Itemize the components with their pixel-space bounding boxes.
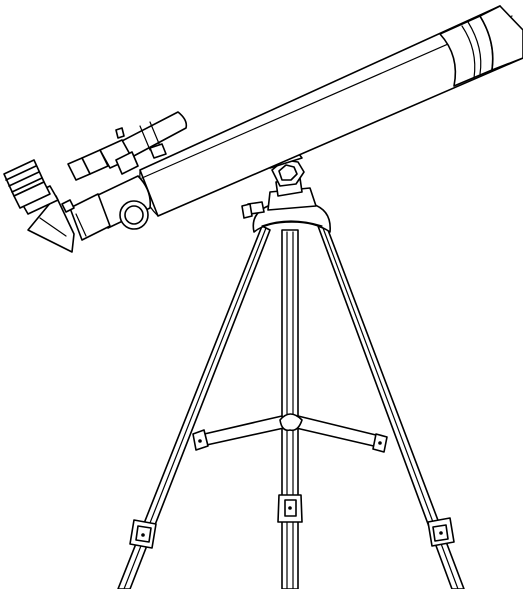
leg-clamp-left	[129, 519, 157, 549]
leg-clamp-center	[277, 494, 303, 523]
mount-knob	[241, 201, 265, 219]
leg-clamp-right	[427, 517, 455, 547]
tripod-leg-center	[281, 229, 299, 589]
accessory-tray-brace	[192, 413, 388, 453]
focus-knob	[119, 200, 149, 230]
eyepiece	[3, 159, 51, 209]
dew-shield	[439, 5, 523, 87]
focuser-drawtube	[61, 175, 152, 241]
finder-scope	[67, 111, 188, 181]
